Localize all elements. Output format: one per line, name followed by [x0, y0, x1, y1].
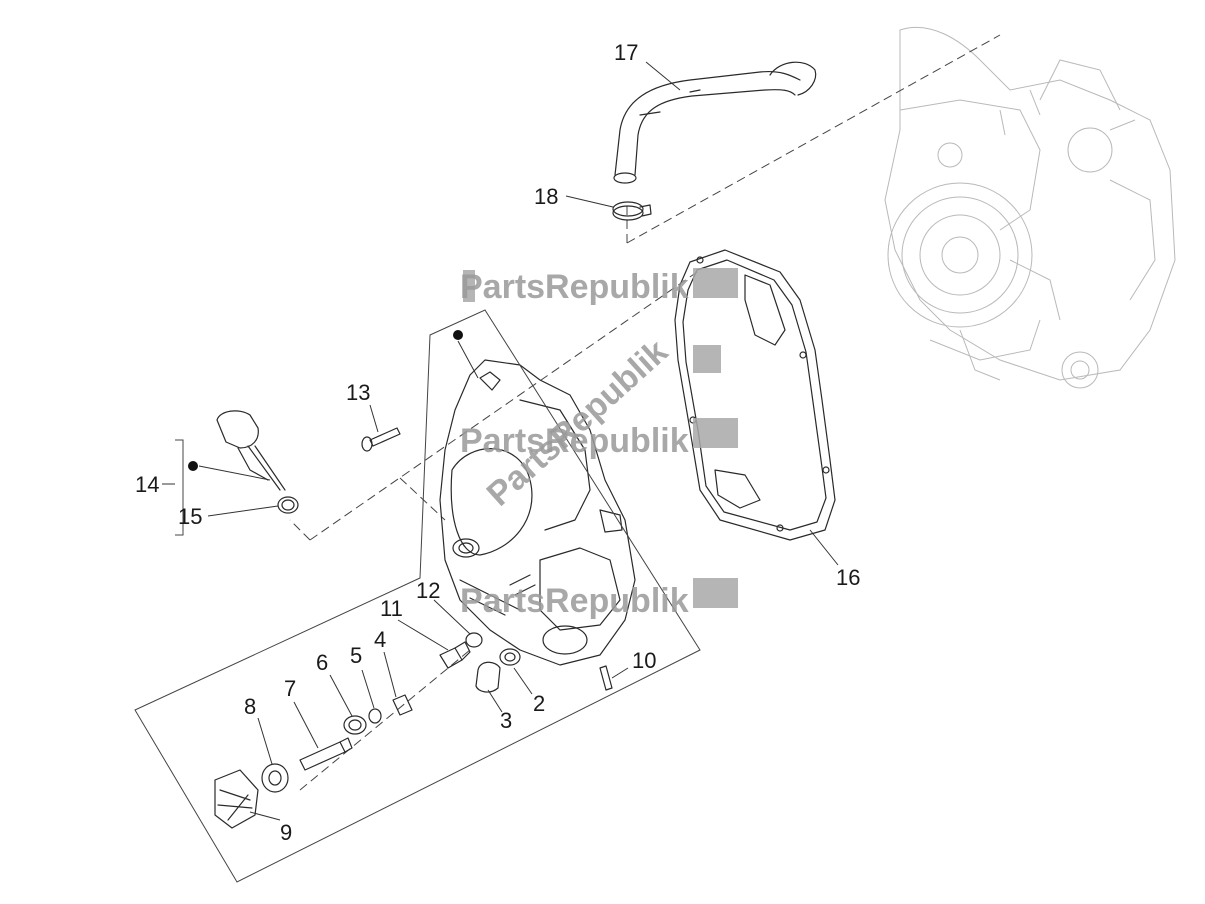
watermark-2: PartsRepublik — [460, 345, 738, 460]
callout-8: 8 — [244, 694, 256, 719]
callout-12: 12 — [416, 578, 440, 603]
bullet-marker-cover — [453, 330, 463, 340]
hose-clamp — [612, 201, 652, 221]
leader-lines — [162, 61, 839, 821]
callout-13: 13 — [346, 380, 370, 405]
callout-5: 5 — [350, 643, 362, 668]
callout-17: 17 — [614, 40, 638, 65]
callout-7: 7 — [284, 676, 296, 701]
oil-dipstick — [216, 410, 286, 491]
assembly-frame — [134, 309, 701, 883]
engine-block-drawing — [884, 26, 1176, 389]
watermark-1: PartsRepublik — [460, 268, 738, 306]
bolt — [361, 427, 401, 452]
breather-hose — [613, 61, 817, 184]
svg-text:PartsRepublik: PartsRepublik — [460, 422, 689, 460]
watermark-4: PartsRepublik — [460, 578, 738, 620]
callout-14: 14 — [135, 472, 159, 497]
callout-18: 18 — [534, 184, 558, 209]
water-pump-parts — [214, 632, 613, 829]
clutch-side-cover — [439, 359, 636, 666]
bullet-marker-dipstick — [188, 461, 198, 471]
callout-15: 15 — [178, 504, 202, 529]
callout-3: 3 — [500, 708, 512, 733]
callout-4: 4 — [374, 627, 386, 652]
callout-10: 10 — [632, 648, 656, 673]
callout-16: 16 — [836, 565, 860, 590]
assembly-dashed-lines — [289, 34, 1001, 791]
callout-labels: 17 18 13 14 15 16 12 11 6 5 4 8 7 10 2 3… — [135, 40, 860, 845]
o-ring — [277, 496, 299, 514]
svg-text:PartsRepublik: PartsRepublik — [460, 582, 689, 620]
callout-2: 2 — [533, 691, 545, 716]
callout-11: 11 — [380, 596, 403, 621]
svg-text:PartsRepublik: PartsRepublik — [460, 268, 689, 306]
callout-6: 6 — [316, 650, 328, 675]
callout-9: 9 — [280, 820, 292, 845]
